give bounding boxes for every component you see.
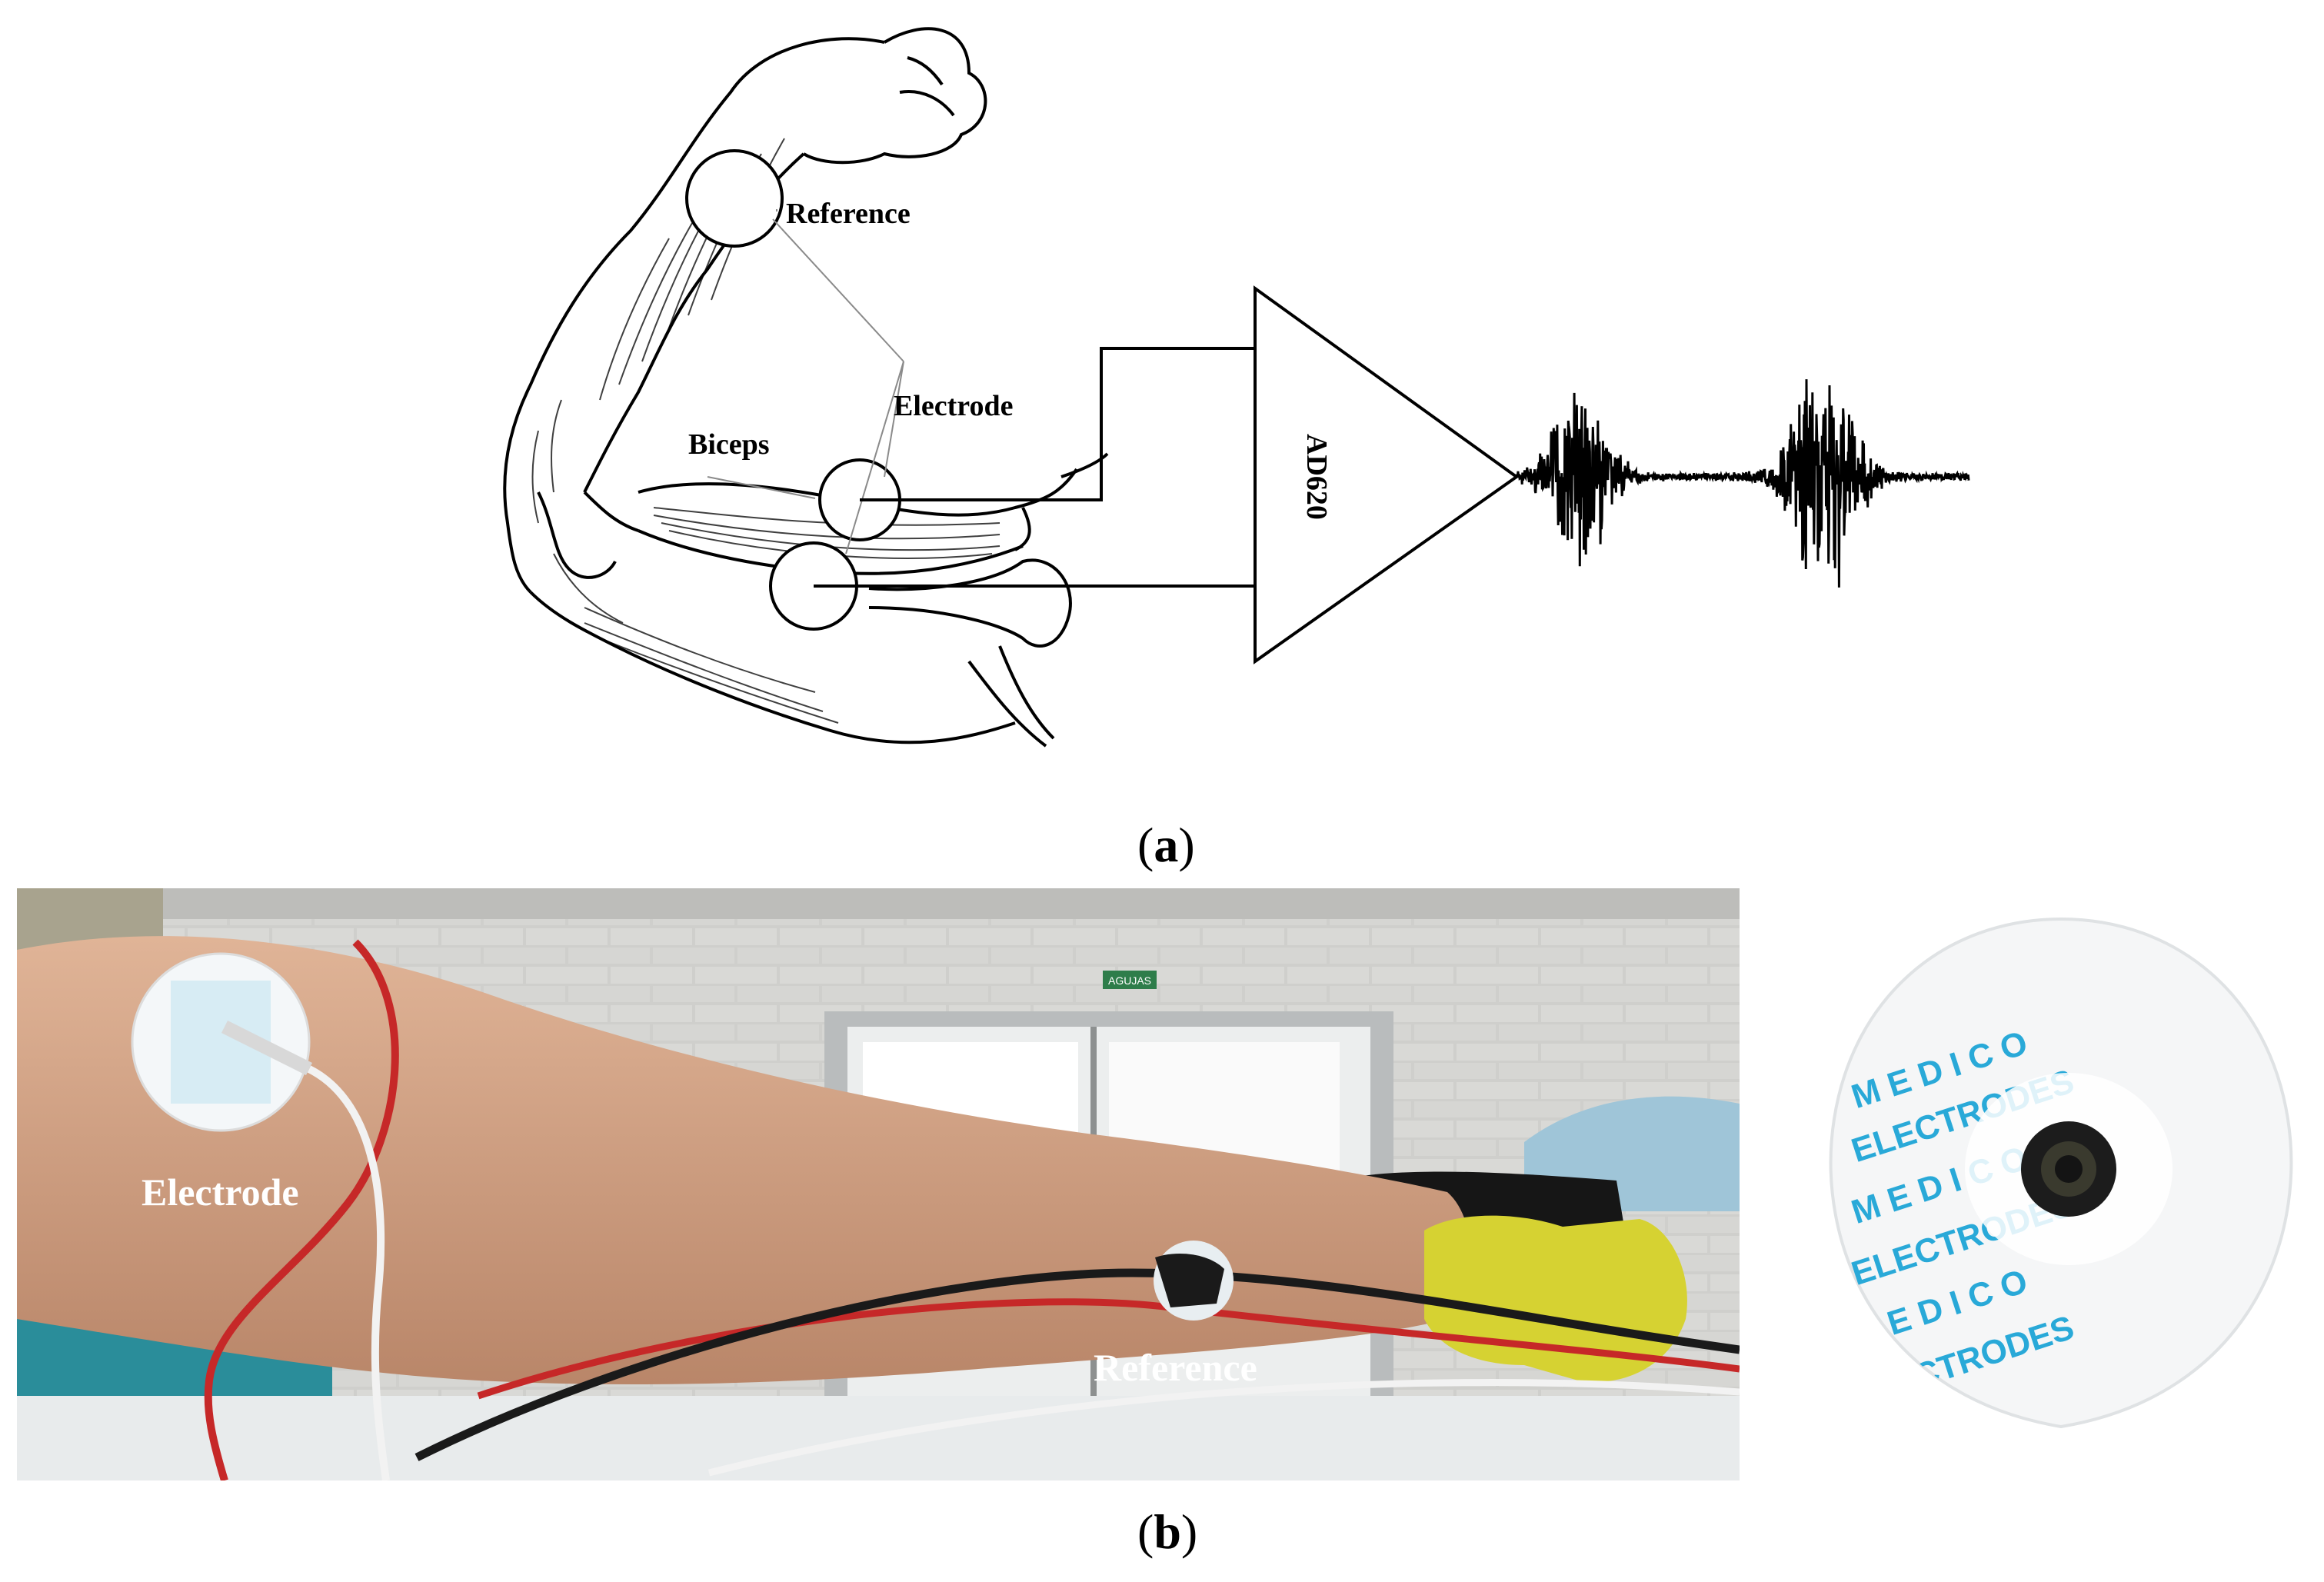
amplifier-triangle bbox=[1254, 285, 1520, 664]
exit-sign-text: AGUJAS bbox=[1108, 974, 1151, 987]
white-wire bbox=[307, 1065, 390, 1480]
caption-b: (b) bbox=[1137, 1504, 1198, 1559]
reference-label: Reference bbox=[786, 198, 911, 230]
red-wire bbox=[204, 939, 399, 1480]
photo-electrode-label: Electrode bbox=[142, 1171, 299, 1214]
biceps-label: Biceps bbox=[688, 428, 770, 461]
exit-sign bbox=[1103, 971, 1157, 989]
reference-electrode-circle bbox=[685, 149, 784, 248]
photo-reference-label: Reference bbox=[1094, 1346, 1257, 1389]
amplifier-label: AD620 bbox=[1300, 434, 1333, 520]
emg-schematic: Reference Electrode Biceps AD620 bbox=[503, 27, 1970, 748]
electrode-label: Electrode bbox=[894, 390, 1013, 422]
black-wire bbox=[415, 1268, 1740, 1461]
leader-lines bbox=[707, 209, 904, 555]
emg-signal-trace bbox=[1515, 379, 1970, 588]
caption-a: (a) bbox=[1137, 818, 1195, 872]
arm-illustration bbox=[503, 27, 1109, 748]
arm-photo: AGUJAS Electrode Reference bbox=[17, 888, 1740, 1480]
amplifier-wires bbox=[814, 347, 1255, 588]
electrode-closeup: M E D I C O ELECTRODES M E D I C O ELECT… bbox=[1829, 917, 2293, 1429]
